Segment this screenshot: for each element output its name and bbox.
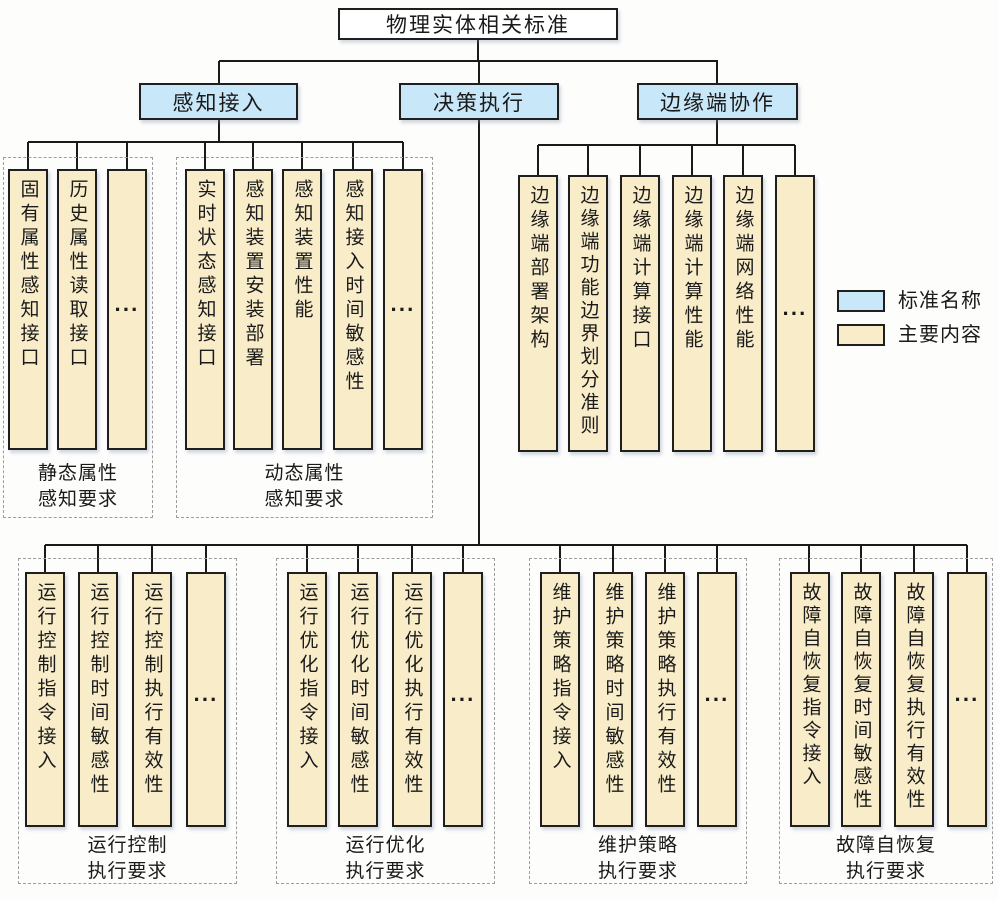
group-op-control-dashed-box: [18, 558, 237, 884]
branch-edge-label: 边缘端协作: [660, 91, 775, 115]
edge-item-label-1: 边缘端功能边界划分准则: [577, 185, 599, 438]
group-maintenance-dashed-box: [529, 558, 747, 884]
caption-fault-recovery: 故障自恢复 执行要求: [835, 835, 936, 883]
static-item-box-1: 历史属性读取接口: [57, 169, 97, 450]
group-static-dashed-box: [3, 157, 153, 518]
decision-group-0-item-ellipsis: ···: [186, 572, 226, 827]
branch-edge-box: 边缘端协作: [637, 83, 798, 120]
static-ellipsis-label: ···: [114, 296, 140, 322]
decision-group-2-ellipsis: ···: [704, 686, 730, 712]
decision-group-1-item-0: 运行优化指令接入: [287, 572, 327, 827]
dynamic-item-box-ellipsis: ···: [383, 169, 423, 450]
root-title-box: 物理实体相关标准: [338, 8, 618, 40]
group-dynamic-dashed-box: [176, 157, 433, 518]
edge-item-box-3: 边缘端计算性能: [672, 175, 712, 452]
root-title: 物理实体相关标准: [386, 14, 570, 37]
decision-group-1-label-1: 运行优化时间敏感性: [347, 582, 369, 798]
decision-group-2-label-2: 维护策略执行有效性: [654, 582, 676, 798]
dynamic-item-label-2: 感知装置性能: [291, 179, 313, 323]
decision-group-0-label-2: 运行控制执行有效性: [141, 582, 163, 798]
edge-item-box-4: 边缘端网络性能: [723, 175, 763, 452]
edge-ellipsis-label: ···: [782, 300, 808, 326]
decision-group-3-label-2: 故障自恢复执行有效性: [903, 582, 925, 812]
decision-group-2-label-0: 维护策略指令接入: [549, 582, 571, 774]
caption-dynamic-group: 动态属性 感知要求: [264, 463, 345, 511]
branch-perception-box: 感知接入: [139, 83, 298, 120]
decision-group-3-item-2: 故障自恢复执行有效性: [894, 572, 934, 827]
decision-group-0-ellipsis: ···: [193, 686, 219, 712]
group-op-optimize-dashed-box: [276, 558, 495, 884]
edge-item-box-1: 边缘端功能边界划分准则: [568, 175, 608, 452]
static-item-label-1: 历史属性读取接口: [66, 179, 88, 371]
dynamic-ellipsis-label: ···: [390, 296, 416, 322]
edge-item-label-4: 边缘端网络性能: [732, 185, 754, 353]
decision-group-1-ellipsis: ···: [450, 686, 476, 712]
dynamic-item-box-0: 实时状态感知接口: [185, 169, 225, 450]
dynamic-item-box-1: 感知装置安装部署: [233, 169, 273, 450]
branch-decision-label: 决策执行: [433, 91, 525, 115]
decision-group-0-item-1: 运行控制时间敏感性: [78, 572, 118, 827]
edge-item-box-0: 边缘端部署架构: [518, 175, 558, 452]
edge-item-box-ellipsis: ···: [775, 175, 815, 452]
static-item-label-0: 固有属性感知接口: [17, 179, 39, 371]
caption-op-control: 运行控制 执行要求: [87, 835, 168, 883]
decision-group-1-item-1: 运行优化时间敏感性: [338, 572, 378, 827]
decision-group-3-item-ellipsis: ···: [947, 572, 987, 827]
decision-group-2-item-ellipsis: ···: [697, 572, 737, 827]
static-item-box-ellipsis: ···: [107, 169, 147, 450]
decision-group-1-label-2: 运行优化执行有效性: [401, 582, 423, 798]
static-item-box-0: 固有属性感知接口: [8, 169, 48, 450]
dynamic-item-box-3: 感知接入时间敏感性: [333, 169, 373, 450]
decision-group-3-ellipsis: ···: [954, 686, 980, 712]
decision-group-2-label-1: 维护策略时间敏感性: [602, 582, 624, 798]
decision-group-1-item-ellipsis: ···: [443, 572, 483, 827]
legend-content-swatch: [837, 324, 885, 346]
decision-group-1-item-2: 运行优化执行有效性: [392, 572, 432, 827]
caption-op-optimize: 运行优化 执行要求: [345, 835, 426, 883]
legend-standard-swatch: [837, 290, 885, 312]
branch-perception-label: 感知接入: [172, 91, 265, 115]
legend-content-label: 主要内容: [898, 324, 982, 346]
edge-item-label-3: 边缘端计算性能: [681, 185, 703, 353]
decision-group-3-item-1: 故障自恢复时间敏感性: [841, 572, 881, 827]
decision-group-3-label-1: 故障自恢复时间敏感性: [850, 582, 872, 812]
decision-group-0-item-0: 运行控制指令接入: [25, 572, 65, 827]
dynamic-item-label-1: 感知装置安装部署: [242, 179, 264, 371]
branch-decision-box: 决策执行: [399, 83, 559, 120]
legend-standard-label: 标准名称: [898, 290, 982, 312]
dynamic-item-box-2: 感知装置性能: [282, 169, 322, 450]
dynamic-item-label-3: 感知接入时间敏感性: [342, 179, 364, 395]
decision-group-0-label-0: 运行控制指令接入: [34, 582, 56, 774]
decision-group-0-label-1: 运行控制时间敏感性: [87, 582, 109, 798]
decision-group-0-item-2: 运行控制执行有效性: [132, 572, 172, 827]
caption-maintenance: 维护策略 执行要求: [597, 835, 678, 883]
dynamic-item-label-0: 实时状态感知接口: [194, 179, 216, 371]
edge-item-label-2: 边缘端计算接口: [629, 185, 651, 353]
group-fault-recovery-dashed-box: [779, 558, 993, 884]
decision-group-2-item-2: 维护策略执行有效性: [645, 572, 685, 827]
edge-item-label-0: 边缘端部署架构: [527, 185, 549, 353]
decision-group-2-item-1: 维护策略时间敏感性: [593, 572, 633, 827]
caption-static-group: 静态属性 感知要求: [37, 463, 118, 511]
decision-group-2-item-0: 维护策略指令接入: [540, 572, 580, 827]
decision-group-3-label-0: 故障自恢复指令接入: [799, 582, 821, 789]
edge-item-box-2: 边缘端计算接口: [620, 175, 660, 452]
decision-group-1-label-0: 运行优化指令接入: [296, 582, 318, 774]
decision-group-3-item-0: 故障自恢复指令接入: [790, 572, 830, 827]
